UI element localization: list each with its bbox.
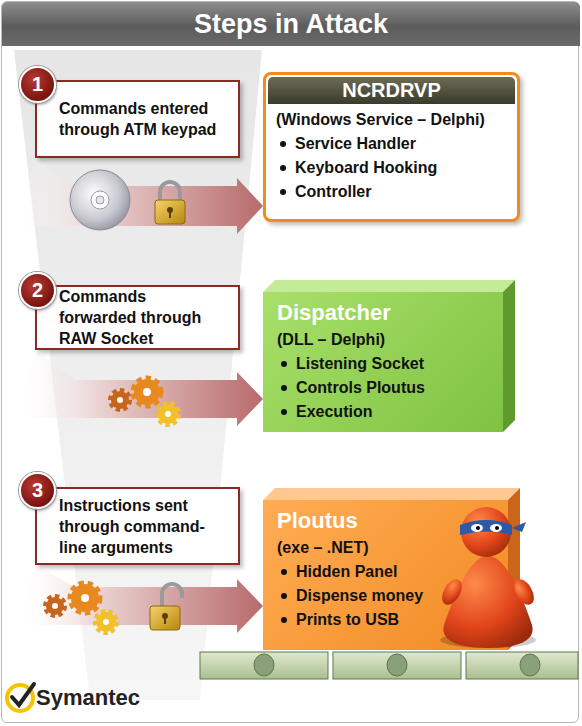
cd-icon (70, 170, 130, 230)
bullet-dot (281, 617, 287, 623)
title-bar: Steps in Attack (2, 2, 580, 46)
bullet-dot (280, 189, 286, 195)
bullet-text: Hidden Panel (296, 560, 397, 584)
bullet-text: Listening Socket (296, 352, 424, 376)
gear-icons (111, 379, 178, 424)
bullet-dot (281, 409, 287, 415)
component-box: Dispatcher(DLL – Delphi)Listening Socket… (263, 292, 503, 432)
padlock-icon (155, 182, 185, 224)
logo-text: Symantec (36, 685, 140, 711)
bullet-item: Service Handler (276, 132, 517, 156)
callout-text: 3 (32, 479, 43, 502)
callout-text: 1 (32, 73, 43, 96)
box-side-face (508, 488, 520, 650)
title-text: Steps in Attack (194, 9, 388, 40)
step-text: Commands forwarded through RAW Socket (59, 286, 227, 349)
bullet-text: Controls Ploutus (296, 376, 425, 400)
bullet-dot (281, 593, 287, 599)
gear-icons (46, 584, 116, 632)
box-side-face (503, 280, 515, 432)
box-header: NCRDRVP (268, 77, 515, 104)
bullet-text: Controller (295, 180, 371, 204)
component-box: NCRDRVP (Windows Service – Delphi)Service… (263, 72, 520, 222)
bullet-dot (281, 569, 287, 575)
component-box: Ploutus(exe – .NET)Hidden PanelDispense … (263, 500, 508, 650)
step-box: Commands entered through ATM keypad (35, 80, 240, 158)
box-top-face (263, 488, 520, 500)
bullet-item: Prints to USB (277, 608, 508, 632)
flow-arrow-band (15, 158, 263, 234)
bullet-dot (280, 141, 286, 147)
bullet-dot (281, 361, 287, 367)
step-box: Commands forwarded through RAW Socket (35, 285, 240, 350)
bullet-item: Listening Socket (277, 352, 503, 376)
funnel-shade (14, 50, 262, 700)
box-top-face (263, 280, 515, 292)
callout-text: 2 (32, 279, 43, 302)
bullet-item: Hidden Panel (277, 560, 508, 584)
masked-figure (438, 507, 538, 648)
step-text-wrap: Instructions sent through command-line a… (59, 495, 227, 558)
step-text: Instructions sent through command-line a… (59, 495, 227, 558)
bullet-text: Service Handler (295, 132, 416, 156)
bullet-dot (280, 165, 286, 171)
bullet-text: Execution (296, 400, 372, 424)
step-text-wrap: Commands forwarded through RAW Socket (59, 286, 227, 349)
open-padlock-icon (150, 584, 182, 630)
bullet-item: Execution (277, 400, 503, 424)
money-bills (200, 652, 578, 679)
box-title: NCRDRVP (342, 79, 441, 102)
box-title: Ploutus (277, 506, 508, 536)
bullet-item: Controller (276, 180, 517, 204)
bullet-item: Keyboard Hooking (276, 156, 517, 180)
bullet-item: Dispense money (277, 584, 508, 608)
logo-mark (7, 684, 34, 711)
box-subtitle: (exe – .NET) (277, 536, 508, 560)
bullet-dot (281, 385, 287, 391)
flow-arrow (15, 565, 263, 633)
callout-number: 2 (19, 272, 56, 309)
box-subtitle: (Windows Service – Delphi) (276, 108, 517, 132)
step-box: Instructions sent through command-line a… (35, 487, 240, 565)
bullet-text: Dispense money (296, 584, 423, 608)
callout-number: 3 (19, 472, 56, 509)
step-text: Commands entered through ATM keypad (59, 98, 227, 140)
step-text-wrap: Commands entered through ATM keypad (59, 98, 227, 140)
callout-number: 1 (19, 66, 56, 103)
box-subtitle: (DLL – Delphi) (277, 328, 503, 352)
flow-arrow-band (15, 350, 263, 426)
flow-arrow (15, 158, 263, 234)
bullet-item: Controls Ploutus (277, 376, 503, 400)
flow-arrow (15, 350, 263, 426)
bullet-text: Keyboard Hooking (295, 156, 437, 180)
box-title: Dispatcher (277, 298, 503, 328)
flow-arrow-band (15, 565, 263, 633)
bullet-text: Prints to USB (296, 608, 399, 632)
